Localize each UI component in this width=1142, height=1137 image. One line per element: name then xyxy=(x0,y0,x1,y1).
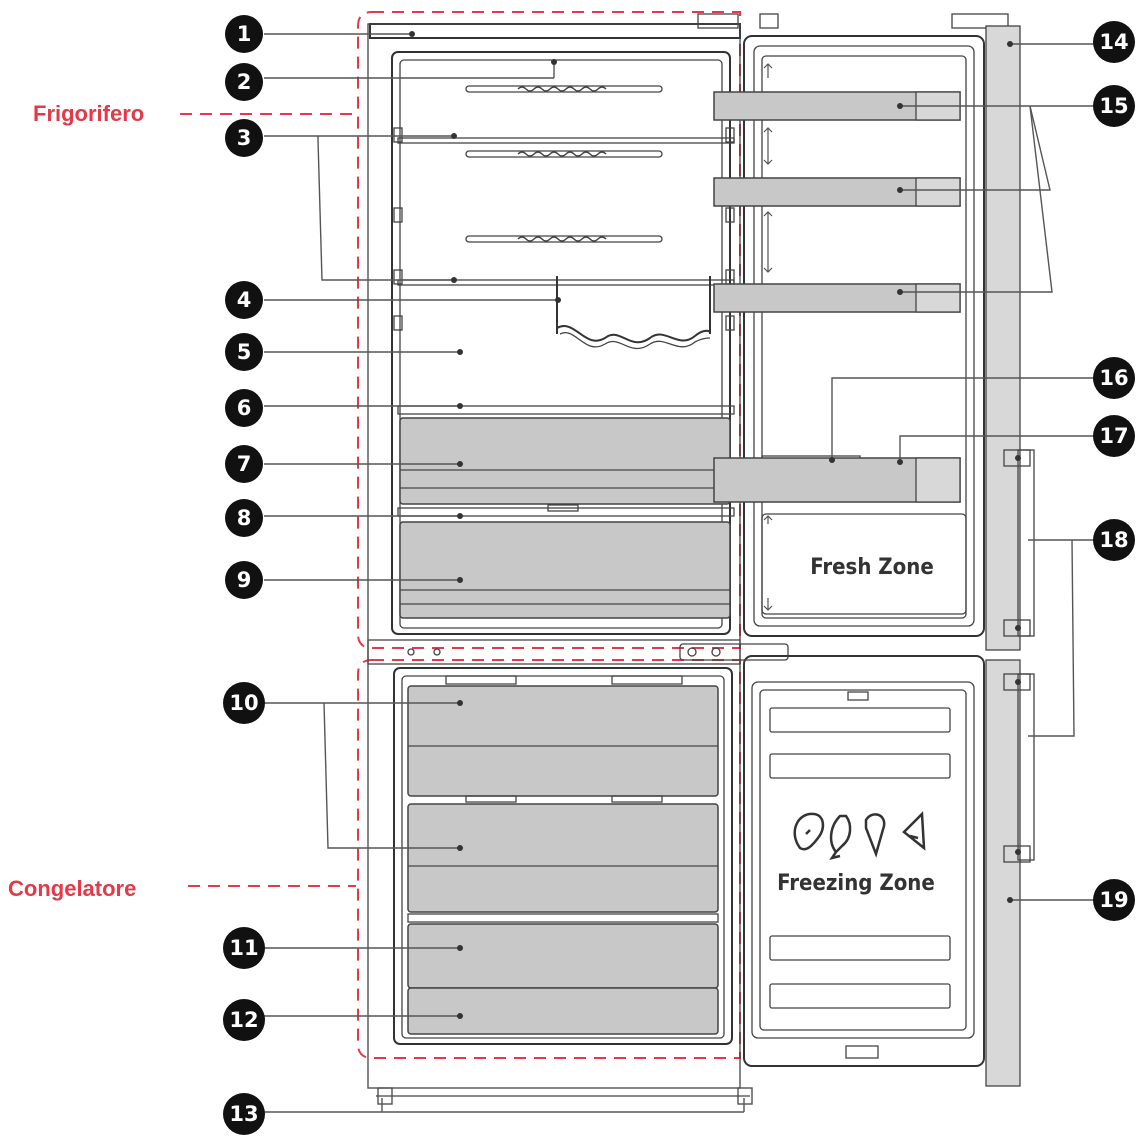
crisper-drawer-2 xyxy=(399,521,731,619)
fridge-door-liner xyxy=(743,35,985,637)
freezer-zone-label: Congelatore xyxy=(8,876,136,901)
drawer-divider xyxy=(397,507,735,517)
callout-1: 1 xyxy=(225,15,263,53)
callout-11: 11 xyxy=(223,927,265,969)
ice-cream-icon xyxy=(864,813,886,858)
fridge-handle xyxy=(1003,449,1035,637)
freezer-door-liner xyxy=(743,655,985,1067)
callout-18: 18 xyxy=(1093,519,1135,561)
svg-text:16: 16 xyxy=(1099,366,1128,390)
freezing-zone-label: Freezing Zone xyxy=(777,871,935,896)
fridge-liner-inner xyxy=(399,59,723,629)
fridge-zone-label: Frigorifero xyxy=(33,101,144,126)
hinge-screw-2 xyxy=(433,648,441,656)
svg-text:6: 6 xyxy=(237,396,252,420)
callout-7: 7 xyxy=(225,445,263,483)
callouts: 1 2 3 4 5 6 7 8 9 10 11 12 13 14 15 16 1… xyxy=(223,15,1135,1135)
middle-hinge xyxy=(679,643,789,661)
callout-19: 19 xyxy=(1093,879,1135,921)
svg-text:15: 15 xyxy=(1099,94,1128,118)
svg-text:8: 8 xyxy=(237,506,252,530)
air-vent-lower xyxy=(465,235,663,243)
freezer-door-shelf-1 xyxy=(769,707,951,733)
cake-icon xyxy=(902,811,926,851)
freezer-door-shelf-2 xyxy=(769,753,951,779)
meat-icon xyxy=(793,812,825,851)
svg-text:12: 12 xyxy=(229,1008,258,1032)
svg-text:2: 2 xyxy=(237,70,252,94)
callout-13: 13 xyxy=(223,1093,265,1135)
callout-2: 2 xyxy=(225,63,263,101)
svg-text:7: 7 xyxy=(237,452,252,476)
freezer-door: Freezing Zone xyxy=(679,643,1035,1087)
cabinet-outer xyxy=(367,23,741,1089)
crisper-cover xyxy=(397,405,735,415)
svg-text:5: 5 xyxy=(237,340,252,364)
food-icons xyxy=(793,811,926,860)
freezer-handle xyxy=(1003,673,1035,863)
shelf-rails-right xyxy=(725,127,735,331)
mullion xyxy=(367,639,741,665)
fridge-door: Fresh Zone xyxy=(697,13,1035,651)
freezer-door-shelf-3 xyxy=(769,935,951,961)
svg-text:18: 18 xyxy=(1099,528,1128,552)
callout-15: 15 xyxy=(1093,85,1135,127)
svg-text:1: 1 xyxy=(237,22,252,46)
freezer-drawer-4 xyxy=(407,987,719,1035)
top-cover xyxy=(369,23,741,39)
hinge-screw-1 xyxy=(407,648,415,656)
leader-lines xyxy=(264,31,1094,1113)
shelf-rails-left xyxy=(393,127,403,331)
callout-16: 16 xyxy=(1093,357,1135,399)
freezer-liner-inner xyxy=(401,675,725,1039)
svg-text:9: 9 xyxy=(237,568,252,592)
freezer-drawer-3 xyxy=(407,923,719,989)
adjust-arrows xyxy=(763,63,773,611)
svg-text:10: 10 xyxy=(229,691,258,715)
callout-12: 12 xyxy=(223,999,265,1041)
fridge-door-panel xyxy=(985,25,1021,651)
callout-17: 17 xyxy=(1093,415,1135,457)
svg-text:3: 3 xyxy=(237,126,252,150)
svg-text:14: 14 xyxy=(1099,30,1128,54)
air-vent-middle xyxy=(465,150,663,158)
fresh-zone-label: Fresh Zone xyxy=(810,555,934,580)
svg-text:19: 19 xyxy=(1099,888,1128,912)
crisper-drawer-1 xyxy=(399,417,731,505)
air-vent-top xyxy=(465,85,663,93)
callout-5: 5 xyxy=(225,333,263,371)
fish-icon xyxy=(829,814,852,860)
callout-10: 10 xyxy=(223,682,265,724)
svg-text:11: 11 xyxy=(229,936,258,960)
svg-text:17: 17 xyxy=(1099,424,1128,448)
freezer-drawer-1 xyxy=(407,685,719,797)
callout-9: 9 xyxy=(225,561,263,599)
callout-8: 8 xyxy=(225,499,263,537)
freezer-interior xyxy=(407,675,719,1035)
freezer-drawer-2 xyxy=(407,803,719,913)
freezer-zone-outline xyxy=(357,659,741,1059)
wine-rack xyxy=(556,276,711,350)
top-hinge xyxy=(697,13,739,29)
callout-3: 3 xyxy=(225,119,263,157)
svg-text:13: 13 xyxy=(229,1102,258,1126)
fridge-interior xyxy=(393,85,735,619)
freezer-door-shelf-4 xyxy=(769,983,951,1009)
callout-6: 6 xyxy=(225,389,263,427)
svg-text:4: 4 xyxy=(237,288,252,312)
freezer-door-panel xyxy=(985,659,1021,1087)
zone-outlines xyxy=(180,11,741,1059)
fresh-zone-bin xyxy=(761,513,967,615)
callout-14: 14 xyxy=(1093,21,1135,63)
callout-4: 4 xyxy=(225,281,263,319)
